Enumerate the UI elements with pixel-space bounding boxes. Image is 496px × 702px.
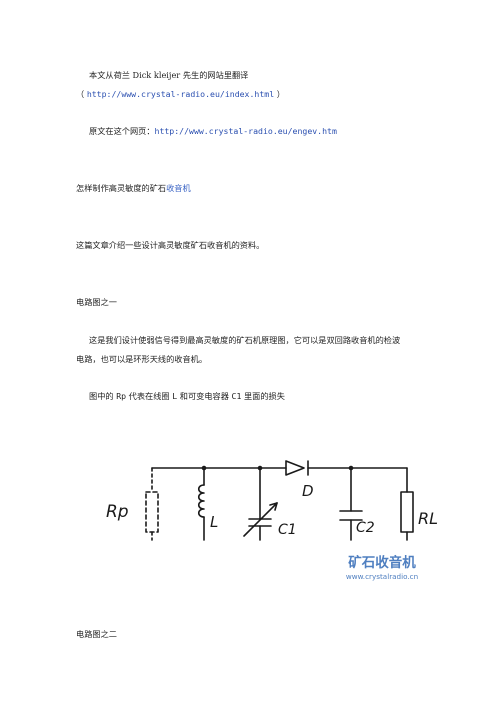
paren-close: ） bbox=[276, 89, 285, 99]
label-rl: RL bbox=[418, 509, 438, 528]
para2-l: L bbox=[172, 391, 178, 401]
rl-resistor-symbol bbox=[400, 491, 414, 533]
title-prefix: 怎样制作高灵敏度的矿石 bbox=[76, 183, 167, 193]
junction-dot-c2 bbox=[348, 465, 354, 471]
junction-dot-coil bbox=[201, 465, 207, 471]
section1-para2: 图中的 Rp 代表在线圈 L 和可变电容器 C1 里面的损失 bbox=[89, 390, 285, 402]
para2-b: 代表在线圈 bbox=[128, 391, 170, 401]
original-label: 原文在这个网页： bbox=[89, 126, 155, 136]
section1-para1-line1: 这是我们设计使弱信号得到最高灵敏度的矿石机原理图，它可以是双回路收音机的检波 bbox=[89, 335, 401, 345]
intro-translated-line: 本文从荷兰 Dick kleijer 先生的网站里翻译 bbox=[89, 69, 248, 81]
label-c1: C1 bbox=[278, 522, 297, 538]
label-l: L bbox=[210, 513, 218, 531]
label-rp: Rp bbox=[106, 502, 129, 522]
junction-dots bbox=[201, 465, 354, 471]
circuit-diagram: Rp L C1 D C2 RL 矿石收音机 www.crystalradio.c… bbox=[106, 460, 438, 581]
para2-c1: C1 bbox=[231, 391, 242, 401]
watermark-logo-text: 矿石收音机 bbox=[348, 554, 416, 571]
intro-translated-text: 本文从荷兰 Dick kleijer 先生的网站里翻译 bbox=[89, 70, 249, 80]
summary-text: 这篇文章介绍一些设计高灵敏度矿石收音机的资料。 bbox=[76, 240, 265, 250]
circuit-wiring bbox=[145, 460, 414, 541]
title-accent-link[interactable]: 收音机 bbox=[166, 183, 191, 193]
para2-d: 里面的损失 bbox=[243, 391, 285, 401]
diode-triangle bbox=[285, 460, 305, 476]
para2-a: 图中的 bbox=[89, 391, 114, 401]
component-labels: Rp L C1 D C2 RL bbox=[106, 482, 438, 538]
c1-variable-arrow-shaft bbox=[243, 502, 278, 537]
para2-c: 和可变电容器 bbox=[179, 391, 229, 401]
rp-resistor-symbol bbox=[145, 491, 159, 533]
intro-source-line: （ http://www.crystal-radio.eu/index.html… bbox=[76, 88, 285, 100]
c1-variable-arrow-head bbox=[269, 502, 278, 511]
section1-heading: 电路图之一 bbox=[76, 297, 117, 307]
coil-symbol bbox=[197, 484, 205, 518]
junction-dot-c1 bbox=[257, 465, 263, 471]
source-url-link[interactable]: http://www.crystal-radio.eu/index.html bbox=[86, 89, 275, 99]
label-c2: C2 bbox=[356, 520, 375, 536]
label-d: D bbox=[302, 482, 314, 500]
watermark-url: www.crystalradio.cn bbox=[346, 572, 418, 581]
intro-original-line: 原文在这个网页：http://www.crystal-radio.eu/enge… bbox=[89, 125, 337, 137]
section2-heading: 电路图之二 bbox=[76, 629, 117, 639]
section1-para1-line2: 电路，也可以是环形天线的收音机。 bbox=[76, 354, 208, 364]
paren-open: （ bbox=[76, 89, 85, 99]
para2-rp: Rp bbox=[116, 391, 127, 401]
original-url-link[interactable]: http://www.crystal-radio.eu/engev.htm bbox=[154, 126, 337, 136]
page-title: 怎样制作高灵敏度的矿石收音机 bbox=[76, 182, 191, 194]
